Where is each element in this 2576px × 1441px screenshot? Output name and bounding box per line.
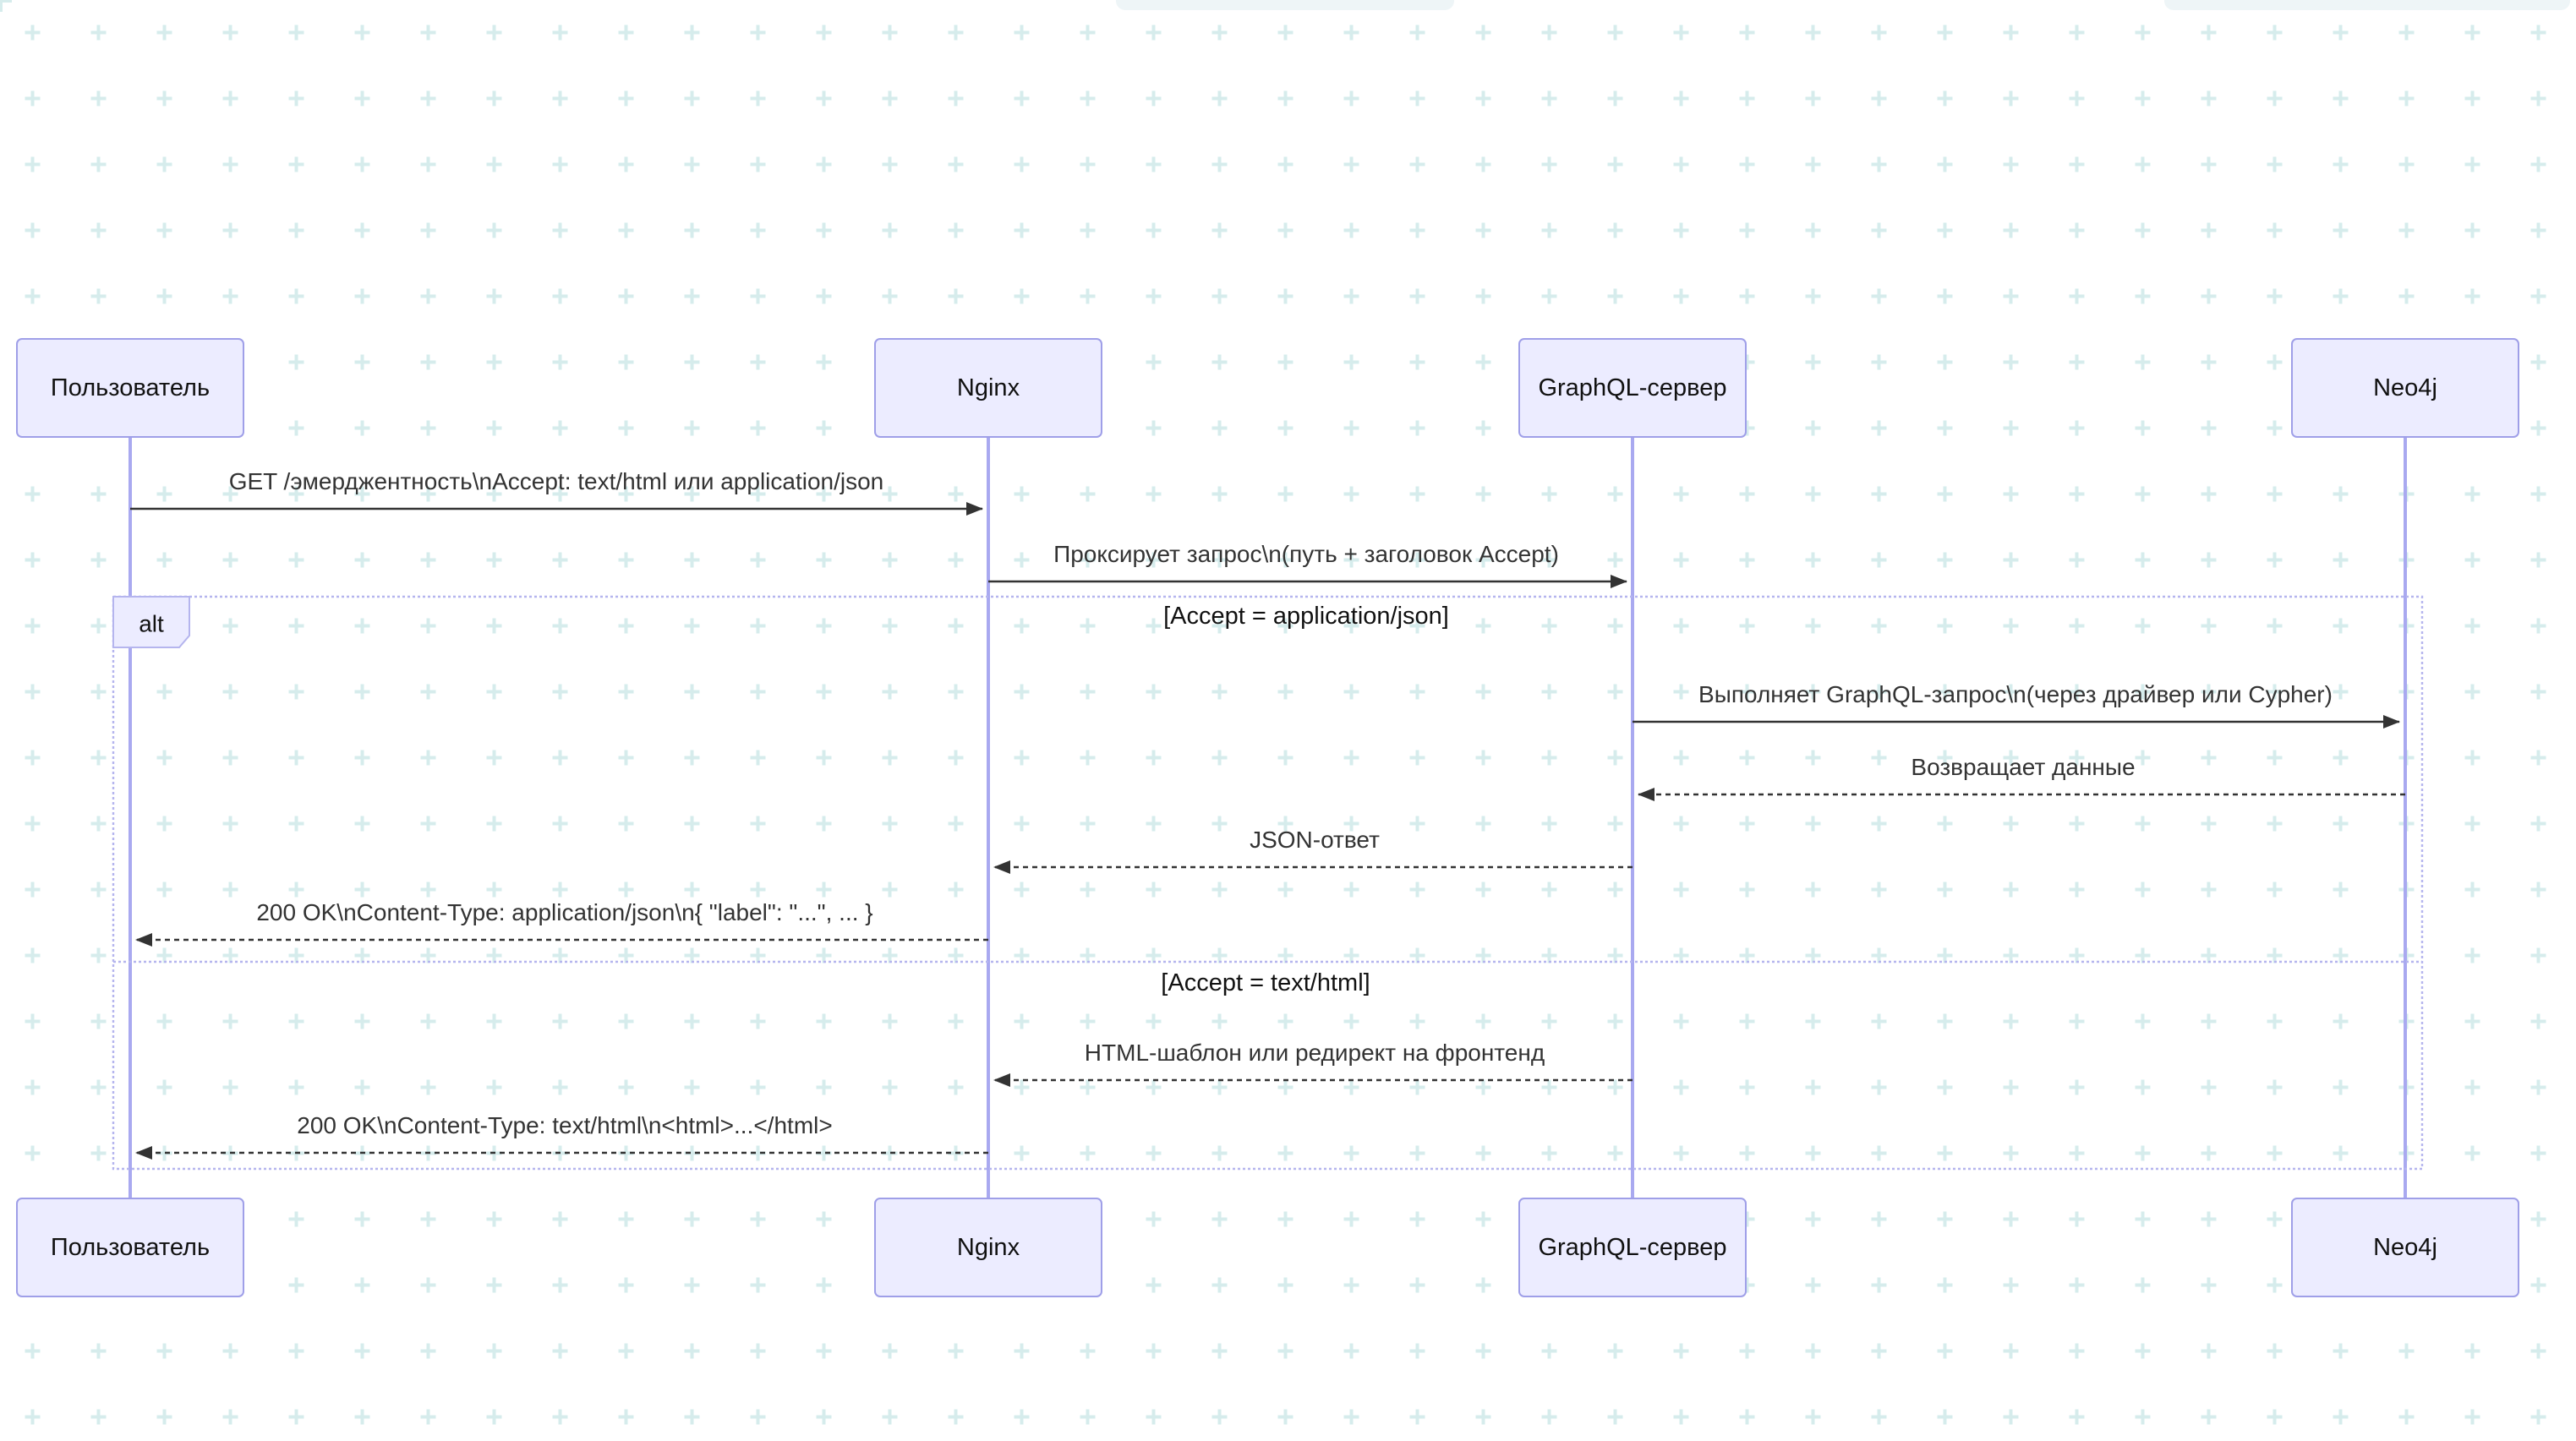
- message-label-8: 200 OK\nContent-Type: text/html\n<html>.…: [297, 1112, 832, 1138]
- actor-neo4j-top[interactable]: Neo4j: [2291, 338, 2519, 438]
- actor-nginx-bottom[interactable]: Nginx: [874, 1198, 1102, 1297]
- alt-label-box: [112, 596, 190, 648]
- actor-graphql-bottom[interactable]: GraphQL-сервер: [1518, 1198, 1747, 1297]
- actor-label: Nginx: [957, 1234, 1020, 1261]
- message-label-5: JSON-ответ: [1250, 827, 1380, 853]
- alt-label: alt: [139, 611, 164, 637]
- message-label-6: 200 OK\nContent-Type: application/json\n…: [256, 899, 872, 925]
- actor-user-top[interactable]: Пользователь: [16, 338, 244, 438]
- message-label-7: HTML-шаблон или редирект на фронтенд: [1085, 1040, 1545, 1066]
- message-label-4: Возвращает данные: [1911, 754, 2135, 780]
- top-tab-1: [1116, 0, 1454, 10]
- actor-neo4j-bottom[interactable]: Neo4j: [2291, 1198, 2519, 1297]
- alt-condition-html: [Accept = text/html]: [1161, 969, 1370, 996]
- actor-label: Пользователь: [51, 374, 210, 401]
- actor-label: GraphQL-сервер: [1538, 1234, 1726, 1261]
- message-label-1: GET /эмерджентность\nAccept: text/html и…: [229, 468, 884, 494]
- actor-label: Nginx: [957, 374, 1020, 401]
- actor-nginx-top[interactable]: Nginx: [874, 338, 1102, 438]
- message-label-2: Проксирует запрос\n(путь + заголовок Acc…: [1053, 541, 1559, 567]
- actor-label: Пользователь: [51, 1234, 210, 1261]
- alt-condition-json: [Accept = application/json]: [1163, 603, 1449, 630]
- actor-graphql-top[interactable]: GraphQL-сервер: [1518, 338, 1747, 438]
- actor-label: GraphQL-сервер: [1538, 374, 1726, 401]
- actor-label: Neo4j: [2373, 374, 2437, 401]
- top-tab-2: [2164, 0, 2570, 10]
- actor-label: Neo4j: [2373, 1234, 2437, 1261]
- message-label-3: Выполняет GraphQL-запрос\n(через драйвер…: [1698, 681, 2333, 707]
- actor-user-bottom[interactable]: Пользователь: [16, 1198, 244, 1297]
